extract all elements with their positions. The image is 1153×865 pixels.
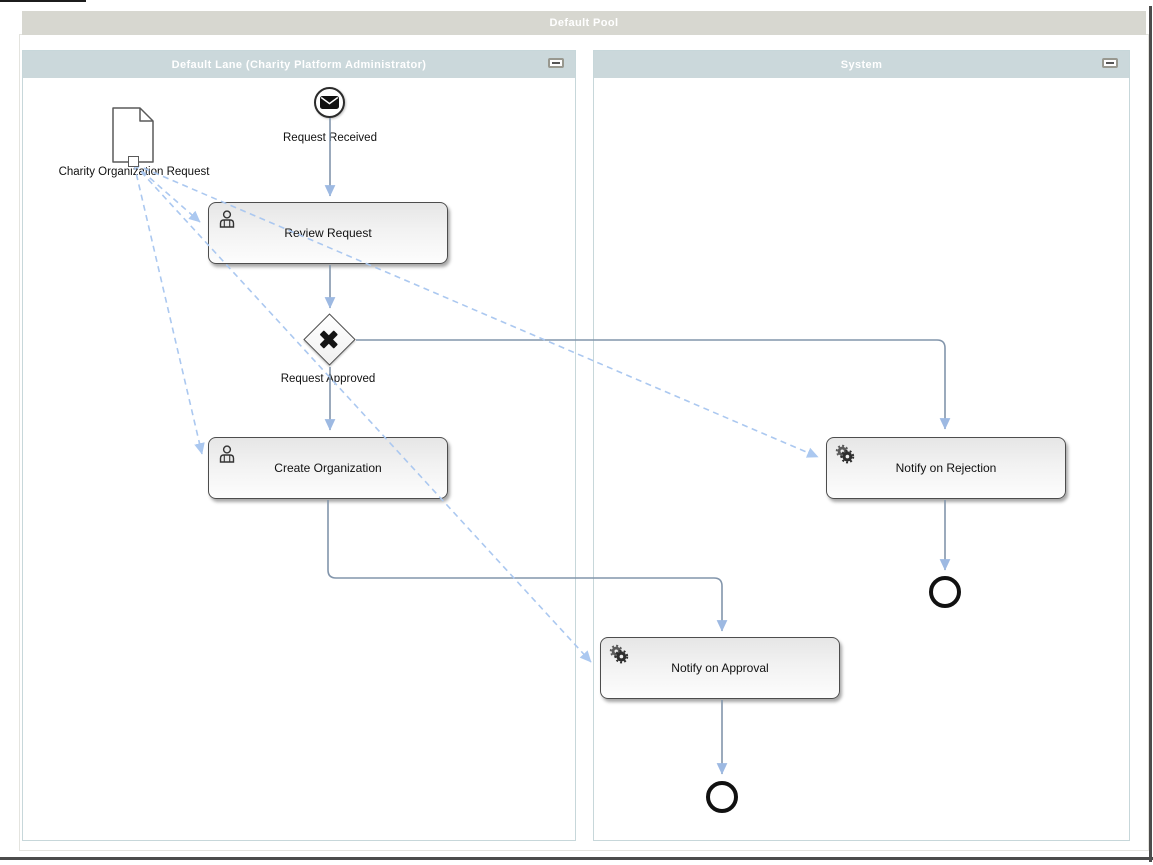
person-icon xyxy=(219,445,235,463)
end-event-approval[interactable] xyxy=(706,781,738,813)
data-object-anchor[interactable] xyxy=(128,156,139,167)
lane-default-header[interactable]: Default Lane (Charity Platform Administr… xyxy=(23,51,575,78)
minimize-icon[interactable] xyxy=(1102,58,1118,68)
lane-system-header[interactable]: System xyxy=(594,51,1129,78)
envelope-icon xyxy=(320,96,339,109)
minimize-icon[interactable] xyxy=(548,58,564,68)
document-icon xyxy=(112,107,154,163)
data-object-shape[interactable] xyxy=(111,106,155,169)
end-event-rejection[interactable] xyxy=(929,576,961,608)
pool-header[interactable]: Default Pool xyxy=(22,11,1146,35)
person-icon xyxy=(219,210,235,228)
minimize-dash xyxy=(1106,62,1114,64)
lane-default-title: Default Lane (Charity Platform Administr… xyxy=(171,58,427,71)
task-create-organization[interactable]: Create Organization xyxy=(208,437,448,499)
start-event-label: Request Received xyxy=(283,132,377,144)
lane-system-title: System xyxy=(840,58,883,71)
task-notify-on-rejection[interactable]: Notify on Rejection xyxy=(826,437,1066,499)
task-notify-on-approval[interactable]: Notify on Approval xyxy=(600,637,840,699)
minimize-dash xyxy=(552,62,560,64)
message-start-event[interactable] xyxy=(314,87,345,118)
page-border-bottom xyxy=(0,857,1153,860)
page-border-top-left xyxy=(0,0,86,2)
gears-icon xyxy=(609,644,629,664)
page-border-right xyxy=(1149,6,1152,862)
task-label: Notify on Approval xyxy=(671,661,769,675)
task-label: Review Request xyxy=(284,226,372,240)
gears-icon xyxy=(835,444,855,464)
task-label: Create Organization xyxy=(274,461,382,475)
task-review-request[interactable]: Review Request xyxy=(208,202,448,264)
task-label: Notify on Rejection xyxy=(895,461,997,475)
data-object-label: Charity Organization Request xyxy=(58,166,210,178)
gateway-label: Request Approved xyxy=(280,373,376,385)
pool-title: Default Pool xyxy=(549,17,619,29)
